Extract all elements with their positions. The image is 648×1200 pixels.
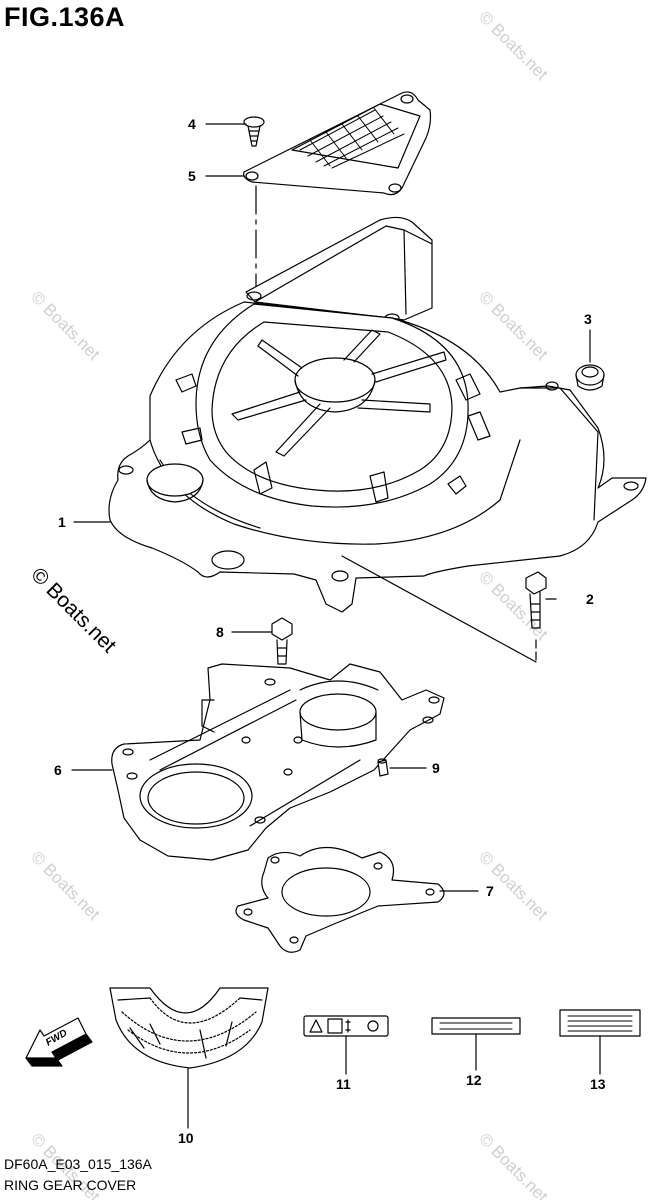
callout-10[interactable]: 10	[178, 1130, 194, 1146]
gasket-part-7[interactable]	[235, 846, 445, 953]
figure-title: FIG.136A	[4, 2, 126, 32]
dowel-pin-part-9[interactable]	[377, 758, 389, 777]
watermark: © Boats.net	[27, 287, 104, 364]
ring-gear-cover-part-1[interactable]	[108, 216, 647, 613]
bolt-part-8[interactable]	[271, 617, 293, 665]
callout-1[interactable]: 1	[58, 514, 66, 530]
leader-lines	[71, 123, 591, 892]
label-part-13[interactable]	[559, 1009, 641, 1075]
grommet-part-3[interactable]	[575, 364, 605, 391]
grille-slots	[299, 107, 405, 169]
watermark: © Boats.net	[27, 847, 104, 924]
callout-13[interactable]: 13	[590, 1076, 606, 1092]
callout-2[interactable]: 2	[586, 591, 594, 607]
bracket-part-6[interactable]	[111, 663, 445, 861]
callout-11[interactable]: 11	[336, 1076, 351, 1092]
figure-name: RING GEAR COVER	[4, 1177, 137, 1193]
callout-9[interactable]: 9	[432, 760, 440, 776]
label-part-12[interactable]	[431, 1017, 521, 1071]
callout-5[interactable]: 5	[188, 168, 196, 184]
warning-label-part-11[interactable]	[303, 1015, 389, 1075]
callout-8[interactable]: 8	[216, 624, 224, 640]
bolt-part-2[interactable]	[341, 555, 547, 663]
watermark: © Boats.net	[475, 287, 552, 364]
callout-numbers: 4 5 3 1 2 8 6 9 7 10 11 12 13	[54, 116, 606, 1146]
watermark-main: © Boats.net	[26, 563, 120, 657]
callout-12[interactable]: 12	[466, 1072, 482, 1088]
screw-part-4[interactable]	[243, 116, 265, 147]
callout-3[interactable]: 3	[584, 311, 592, 327]
fwd-arrow-icon: FWD	[25, 1017, 93, 1067]
watermark: © Boats.net	[475, 7, 552, 84]
watermark: © Boats.net	[475, 1129, 552, 1200]
figure-code: DF60A_E03_015_136A	[4, 1156, 152, 1172]
callout-6[interactable]: 6	[54, 762, 62, 778]
callout-7[interactable]: 7	[486, 883, 494, 899]
decal-part-10[interactable]	[109, 987, 269, 1129]
grille-plate-part-5[interactable]	[243, 91, 432, 291]
callout-4[interactable]: 4	[188, 116, 196, 132]
